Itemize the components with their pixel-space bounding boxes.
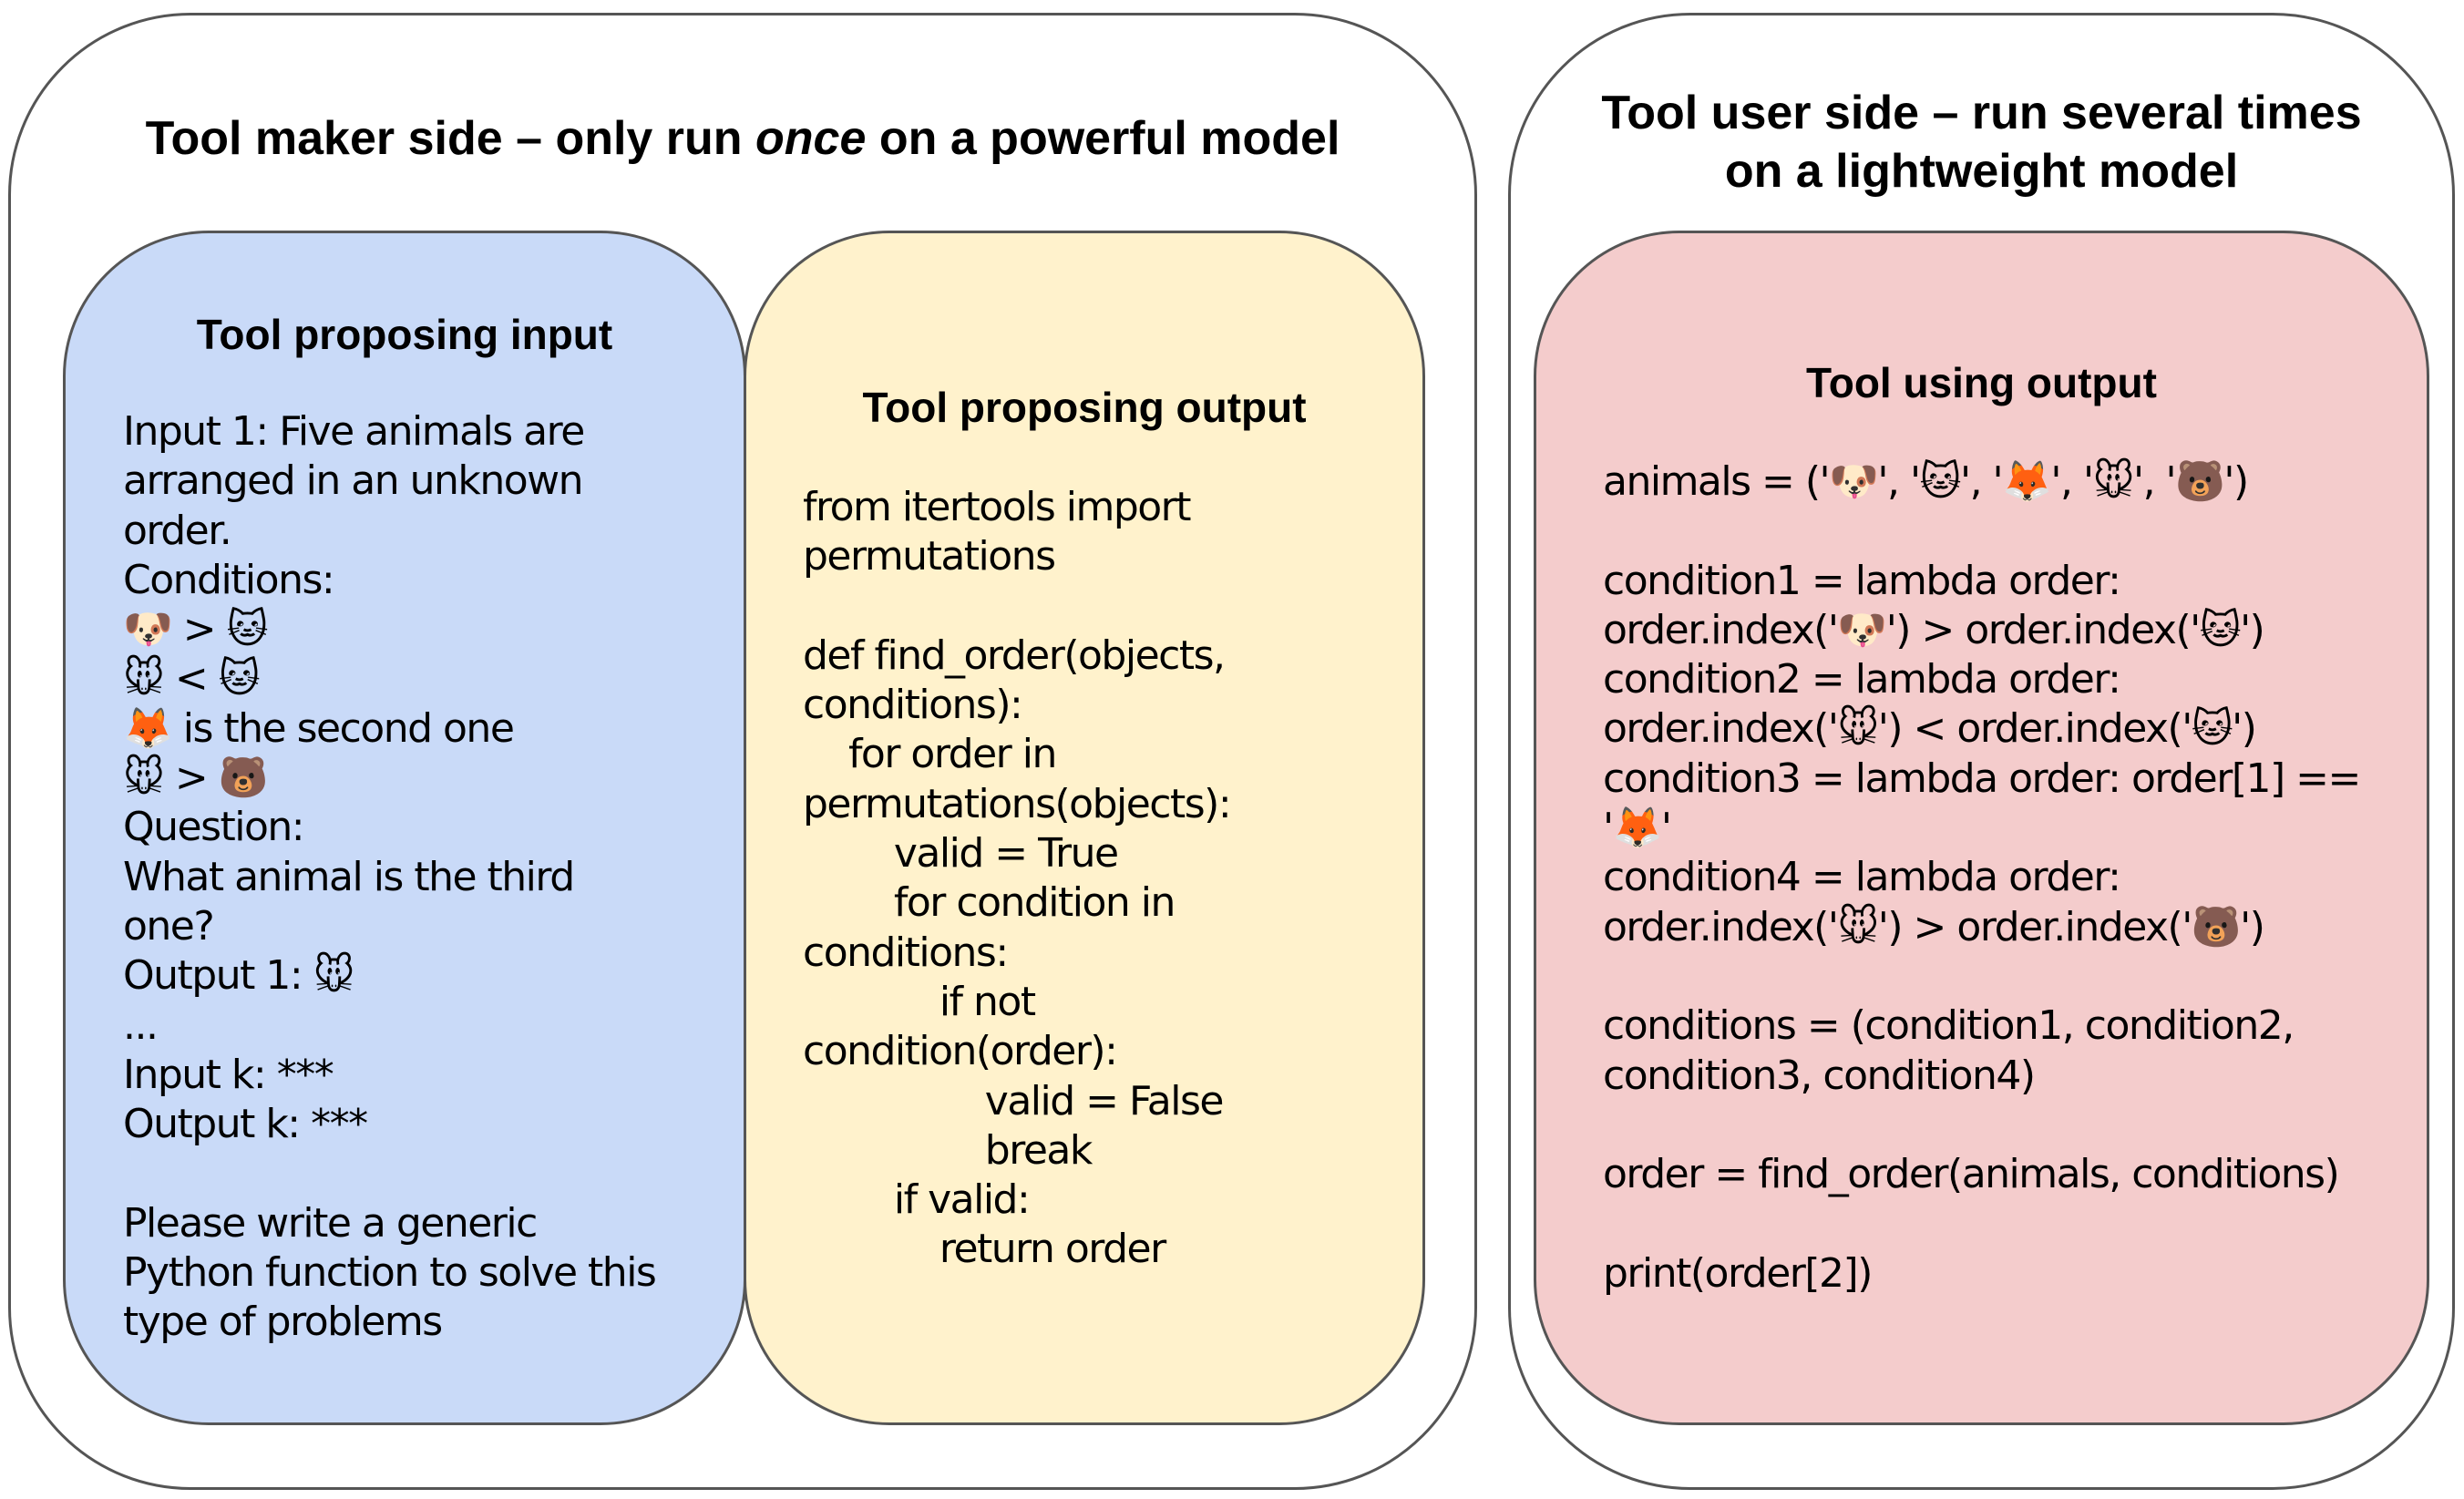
- tool-proposing-input-panel: [63, 231, 746, 1425]
- text-line: valid = False: [803, 1077, 1225, 1124]
- text-line: for condition in: [803, 879, 1176, 927]
- text-line: valid = True: [803, 830, 1119, 878]
- using-code: animals = ('🐶', '🐱', '🦊', '🐭', '🐻') condi…: [1603, 457, 2361, 1299]
- text-line: Input 1: Five animals are: [123, 408, 585, 455]
- text-line: [1603, 1199, 2360, 1248]
- text-line: conditions:: [803, 929, 1009, 976]
- title-text: on a powerful model: [866, 112, 1340, 165]
- text-line: for order in: [803, 731, 1057, 778]
- text-line: break: [803, 1126, 1093, 1174]
- text-line: arranged in an unknown: [123, 457, 584, 505]
- title-line: on a lightweight model: [1724, 145, 2239, 198]
- text-line: Output 1: 🐭: [123, 952, 355, 1000]
- text-line: order.index('🐭') < order.index('🐱'): [1603, 705, 2257, 753]
- text-line: Input k: ***: [123, 1051, 334, 1098]
- text-line: order.index('🐭') > order.index('🐻'): [1603, 903, 2265, 950]
- text-line: print(order[2]): [1603, 1249, 1873, 1297]
- text-line: if valid:: [803, 1176, 1031, 1224]
- title-line: Tool user side – run several times: [1601, 87, 2362, 139]
- text-line: condition1 = lambda order:: [1603, 557, 2121, 604]
- text-line: 🐭 < 🐱: [123, 655, 261, 703]
- text-line: one?: [123, 902, 215, 950]
- text-line: Python function to solve this: [123, 1249, 657, 1297]
- text-line: order = find_order(animals, conditions): [1603, 1151, 2340, 1198]
- using-panel-title: Tool using output: [1806, 359, 2157, 406]
- text-line: [1603, 1101, 2360, 1150]
- text-line: '🦊': [1603, 805, 1672, 852]
- text-line: def find_order(objects,: [803, 631, 1226, 679]
- text-line: condition3 = lambda order: order[1] ==: [1603, 755, 2361, 802]
- text-line: [1603, 952, 2360, 1001]
- text-line: Please write a generic: [123, 1199, 538, 1247]
- text-line: conditions):: [803, 682, 1023, 729]
- text-line: if not: [803, 978, 1036, 1025]
- text-line: type of problems: [123, 1299, 443, 1346]
- tool-user-title: Tool user side – run several times on a …: [1508, 84, 2455, 200]
- text-line: [803, 582, 1230, 631]
- text-line: Conditions:: [123, 556, 335, 603]
- text-line: condition3, condition4): [1603, 1052, 2036, 1099]
- tool-maker-title: Tool maker side – only run once on a pow…: [8, 109, 1477, 168]
- text-line: Output k: ***: [123, 1101, 368, 1148]
- text-line: order.: [123, 507, 232, 554]
- text-line: condition(order):: [803, 1028, 1118, 1075]
- text-line: permutations: [803, 533, 1056, 580]
- text-line: 🦊 is the second one: [123, 704, 515, 752]
- text-line: Question:: [123, 804, 305, 851]
- tool-using-output-panel: [1534, 231, 2429, 1425]
- text-line: animals = ('🐶', '🐱', '🦊', '🐭', '🐻'): [1603, 458, 2249, 505]
- text-line: condition4 = lambda order:: [1603, 854, 2121, 901]
- text-line: 🐶 > 🐱: [123, 606, 269, 653]
- output-panel-title: Tool proposing output: [862, 384, 1307, 431]
- text-line: 🐭 > 🐻: [123, 755, 269, 802]
- text-line: from itertools import: [803, 484, 1192, 530]
- input-panel-title: Tool proposing input: [196, 311, 613, 358]
- text-line: order.index('🐶') > order.index('🐱'): [1603, 606, 2265, 653]
- tool-proposing-output-panel: [744, 231, 1425, 1425]
- text-line: ...: [123, 1001, 159, 1049]
- text-line: condition2 = lambda order:: [1603, 656, 2121, 703]
- title-text: Tool maker side – only run: [145, 112, 756, 165]
- text-line: What animal is the third: [123, 853, 575, 900]
- title-emphasis: once: [755, 112, 867, 165]
- text-line: conditions = (condition1, condition2,: [1603, 1002, 2295, 1050]
- text-line: [1603, 507, 2360, 556]
- text-line: return order: [803, 1226, 1166, 1273]
- text-line: [123, 1149, 655, 1198]
- text-line: permutations(objects):: [803, 780, 1232, 827]
